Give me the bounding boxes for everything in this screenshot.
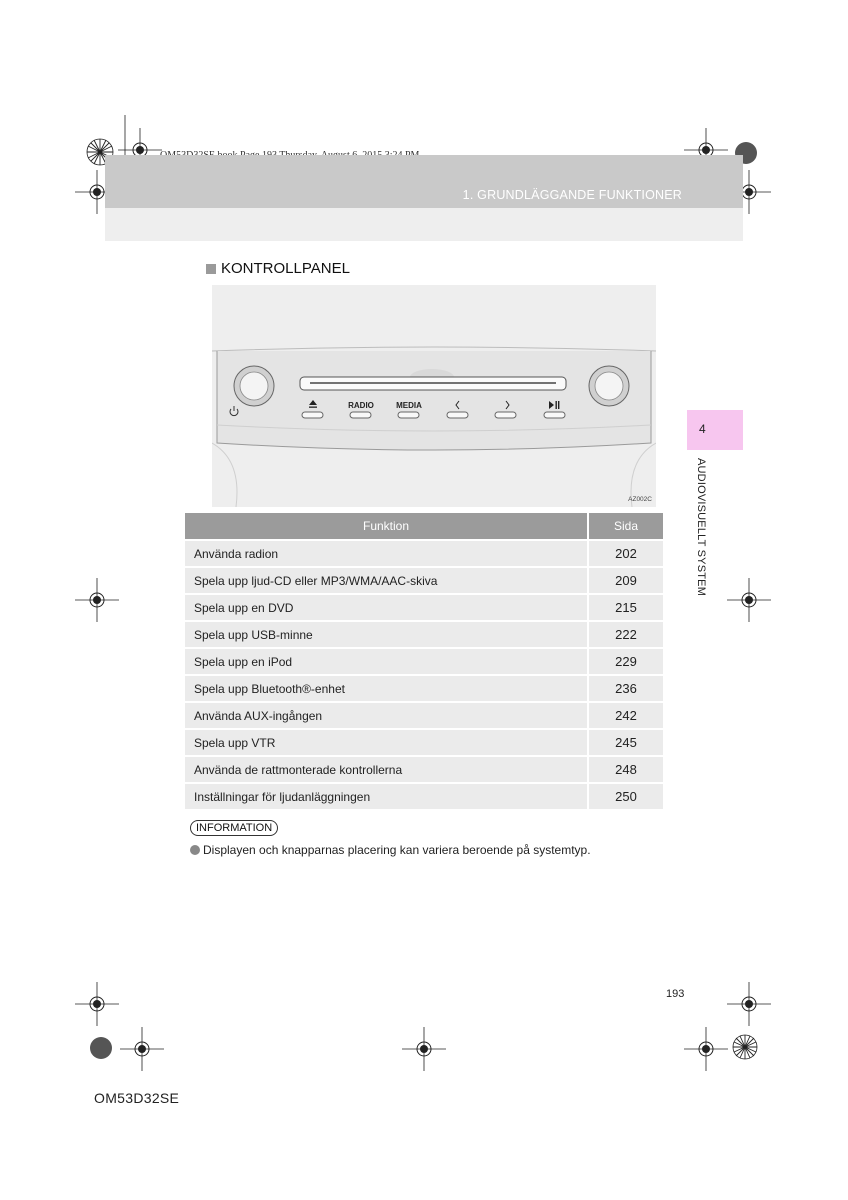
function-cell: Spela upp USB-minne <box>185 620 589 648</box>
bullet-icon <box>190 845 200 855</box>
function-cell: Använda radion <box>185 539 589 567</box>
chapter-label: AUDIOVISUELLT SYSTEM <box>695 458 707 597</box>
crosshair-mark <box>120 1027 164 1071</box>
seek-back-icon <box>455 400 460 410</box>
section-title: 1. GRUNDLÄGGANDE FUNKTIONER <box>462 188 682 202</box>
table-row: Spela upp ljud-CD eller MP3/WMA/AAC-skiv… <box>185 566 663 594</box>
color-dot-bottom-left <box>90 1037 112 1059</box>
column-header-function: Funktion <box>185 513 589 540</box>
page-number: 193 <box>666 988 685 1000</box>
page-cell: 209 <box>588 566 663 594</box>
heading-text: KONTROLLPANEL <box>221 260 350 277</box>
book-code: OM53D32SE <box>94 1090 180 1106</box>
table-header-row: Funktion Sida <box>185 513 663 540</box>
function-cell: Spela upp en iPod <box>185 647 589 675</box>
crosshair-mark <box>75 982 119 1026</box>
function-cell: Spela upp ljud-CD eller MP3/WMA/AAC-skiv… <box>185 566 589 594</box>
page-cell: 229 <box>588 647 663 675</box>
function-cell: Spela upp Bluetooth®-enhet <box>185 674 589 702</box>
control-panel-illustration: RADIO MEDIA AZ002C <box>212 285 656 507</box>
crosshair-mark <box>684 128 728 172</box>
seek-forward-icon <box>505 400 510 410</box>
column-header-page: Sida <box>588 513 663 540</box>
information-label: INFORMATION <box>190 820 279 836</box>
crosshair-mark <box>75 578 119 622</box>
function-cell: Spela upp VTR <box>185 728 589 756</box>
power-icon <box>229 406 239 417</box>
function-cell: Använda AUX-ingången <box>185 701 589 729</box>
header-bar <box>105 155 743 208</box>
function-cell: Använda de rattmonterade kontrollerna <box>185 755 589 783</box>
crosshair-mark <box>727 982 771 1026</box>
registration-mark-bottom-right <box>732 1034 758 1060</box>
page-cell: 245 <box>588 728 663 756</box>
radio-button-label: RADIO <box>348 401 374 410</box>
play-pause-icon <box>549 401 560 409</box>
page-cell: 242 <box>588 701 663 729</box>
media-button-label: MEDIA <box>396 401 422 410</box>
figure-code: AZ002C <box>628 496 652 503</box>
chapter-tab: 4 <box>687 410 743 450</box>
section-heading: KONTROLLPANEL <box>206 260 350 277</box>
crosshair-mark <box>684 1027 728 1071</box>
page-cell: 248 <box>588 755 663 783</box>
page-cell: 202 <box>588 539 663 567</box>
page-cell: 215 <box>588 593 663 621</box>
crosshair-mark <box>402 1027 446 1071</box>
page-cell: 222 <box>588 620 663 648</box>
header-band <box>105 208 743 241</box>
information-note: Displayen och knapparnas placering kan v… <box>190 843 591 857</box>
chapter-number: 4 <box>699 422 706 436</box>
page-cell: 250 <box>588 782 663 809</box>
function-cell: Spela upp en DVD <box>185 593 589 621</box>
eject-icon <box>309 400 317 408</box>
heading-square-icon <box>206 263 216 274</box>
crosshair-mark <box>727 578 771 622</box>
page-cell: 236 <box>588 674 663 702</box>
information-text: Displayen och knapparnas placering kan v… <box>203 843 591 857</box>
function-cell: Inställningar för ljudanläggningen <box>185 782 589 809</box>
